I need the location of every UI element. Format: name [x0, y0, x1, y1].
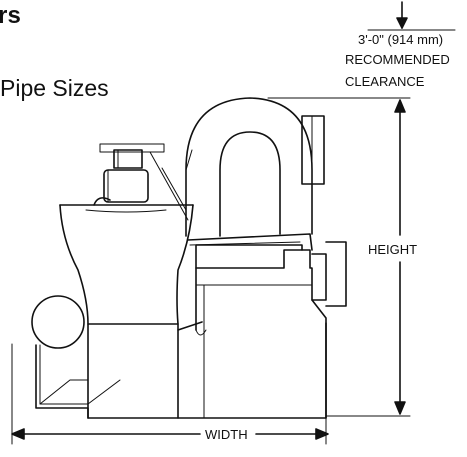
section-subheading: Pipe Sizes — [0, 75, 109, 101]
width-dimension — [11, 343, 329, 445]
clearance-arrow — [367, 1, 456, 31]
clearance-recommended-label: RECOMMENDED — [345, 52, 450, 67]
clearance-value-label: 3'-0" (914 mm) — [358, 32, 443, 47]
section-heading: rs — [0, 2, 22, 29]
height-label: HEIGHT — [368, 242, 417, 257]
clearance-label: CLEARANCE — [345, 74, 425, 89]
width-label: WIDTH — [205, 427, 248, 442]
pump-unit-drawing — [31, 97, 347, 419]
height-dimension — [394, 99, 406, 415]
